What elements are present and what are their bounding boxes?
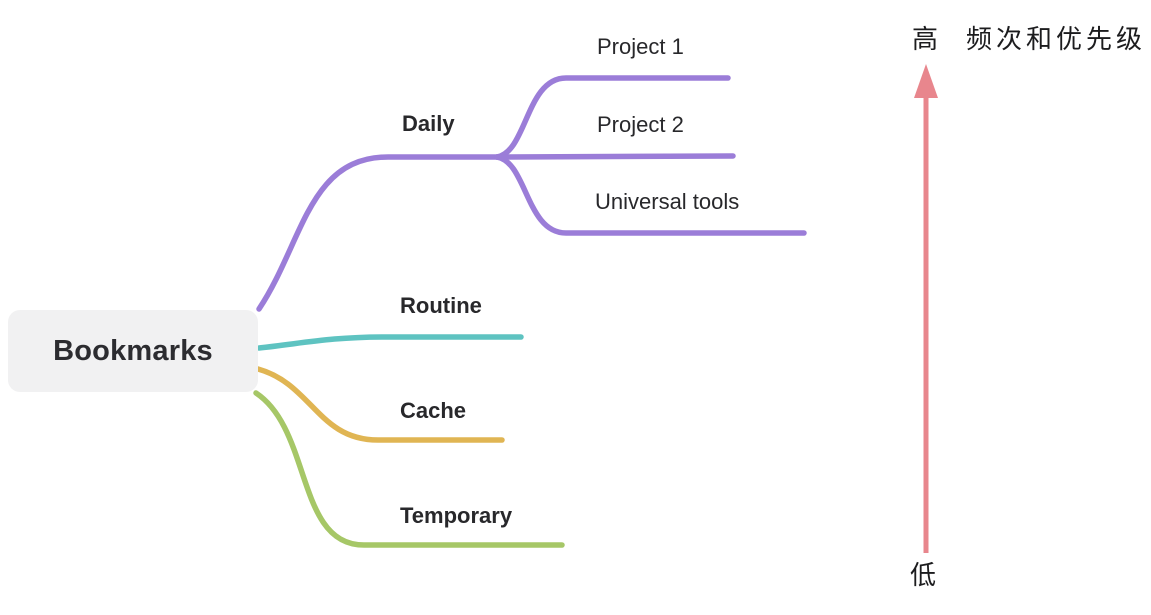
topic-project-1[interactable]: Project 1 (597, 34, 684, 59)
branch-line-project-1 (494, 75, 731, 160)
root-node-label: Bookmarks (53, 334, 213, 367)
topic-daily[interactable]: Daily (402, 111, 455, 136)
topic-routine[interactable]: Routine (400, 293, 482, 318)
branch-line-daily (256, 154, 500, 312)
axis-low-label[interactable]: 低 (910, 560, 937, 590)
branch-line-cache (255, 366, 505, 443)
axis-arrow-head-icon (914, 64, 938, 98)
root-node-bookmarks[interactable]: Bookmarks (8, 310, 258, 392)
branch-line-routine (256, 334, 524, 351)
branch-line-universal-tools (494, 154, 807, 236)
branch-line-project-2 (494, 153, 736, 160)
topic-cache[interactable]: Cache (400, 398, 467, 423)
axis-title[interactable]: 频次和优先级 (966, 24, 1147, 54)
topic-project-2[interactable]: Project 2 (597, 112, 684, 137)
axis-high-label[interactable]: 高 (912, 24, 939, 54)
topic-universal-tools[interactable]: Universal tools (595, 189, 740, 214)
branch-line-temporary (253, 390, 565, 548)
topic-temporary[interactable]: Temporary (400, 503, 513, 528)
